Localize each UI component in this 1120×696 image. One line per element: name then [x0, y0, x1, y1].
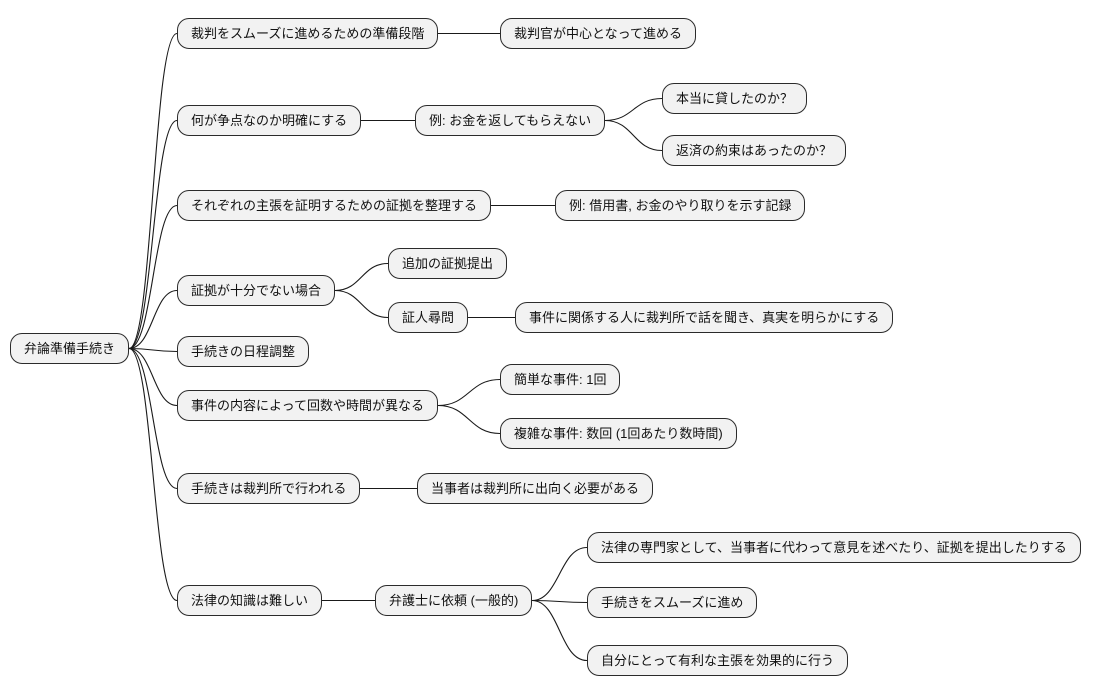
mindmap-edge [604, 97, 663, 122]
mindmap-node-n6b[interactable]: 複雑な事件: 数回 (1回あたり数時間) [500, 417, 737, 449]
mindmap-node-root[interactable]: 弁論準備手続き [10, 332, 130, 364]
mindmap-node-n8a[interactable]: 弁護士に依頼 (一般的) [375, 584, 533, 616]
mindmap-node-n3a[interactable]: 例: 借用書, お金のやり取りを示す記録 [555, 189, 806, 221]
mindmap-node-n4b1[interactable]: 事件に関係する人に裁判所で話を聞き、真実を明らかにする [515, 301, 894, 333]
mindmap-node-n8a1[interactable]: 法律の専門家として、当事者に代わって意見を述べたり、証拠を提出したりする [587, 531, 1081, 563]
mindmap-node-n4[interactable]: 証拠が十分でない場合 [177, 274, 336, 306]
mindmap-node-n2a2[interactable]: 返済の約束はあったのか？ [662, 134, 847, 166]
mindmap-node-n1[interactable]: 裁判をスムーズに進めるための準備段階 [177, 17, 439, 49]
mindmap-edge [128, 119, 178, 350]
mindmap-node-n4b[interactable]: 証人尋問 [388, 301, 469, 333]
mindmap-node-n4a[interactable]: 追加の証拠提出 [388, 247, 508, 279]
mindmap-edge [604, 119, 663, 152]
mindmap-node-n7[interactable]: 手続きは裁判所で行われる [177, 472, 361, 504]
mindmap-node-n5[interactable]: 手続きの日程調整 [177, 335, 310, 367]
mindmap-node-n8a2[interactable]: 手続きをスムーズに進め [587, 586, 758, 618]
mindmap-edge [334, 289, 389, 319]
mindmap-node-n7a[interactable]: 当事者は裁判所に出向く必要がある [417, 472, 654, 504]
mindmap-node-n6a[interactable]: 簡単な事件: 1回 [500, 363, 621, 395]
mindmap-node-n1a[interactable]: 裁判官が中心となって進める [500, 17, 696, 49]
mindmap-edge [334, 262, 389, 292]
mindmap-node-n2a[interactable]: 例: お金を返してもらえない [415, 104, 606, 136]
mindmap-edge [531, 546, 588, 602]
mindmap-node-n8a3[interactable]: 自分にとって有利な主張を効果的に行う [587, 644, 848, 676]
mindmap-edge [437, 404, 501, 435]
mindmap-node-n2[interactable]: 何が争点なのか明確にする [177, 104, 362, 136]
mindmap-edge [531, 599, 588, 662]
mindmap-edge [531, 599, 588, 604]
mindmap-edge [128, 32, 178, 350]
mindmap-node-n6[interactable]: 事件の内容によって回数や時間が異なる [177, 389, 438, 421]
mindmap-node-n3[interactable]: それぞれの主張を証明するための証拠を整理する [177, 189, 492, 221]
mindmap-edge [128, 347, 178, 602]
mindmap-edge [128, 289, 178, 350]
mindmap-edge [128, 347, 178, 490]
mindmap-edge [437, 378, 501, 407]
mindmap-node-n8[interactable]: 法律の知識は難しい [177, 584, 323, 616]
mindmap-node-n2a1[interactable]: 本当に貸したのか？ [662, 82, 808, 114]
mindmap-edge [128, 204, 178, 350]
mindmap-edge [128, 347, 178, 353]
mindmap-edge [128, 347, 178, 407]
